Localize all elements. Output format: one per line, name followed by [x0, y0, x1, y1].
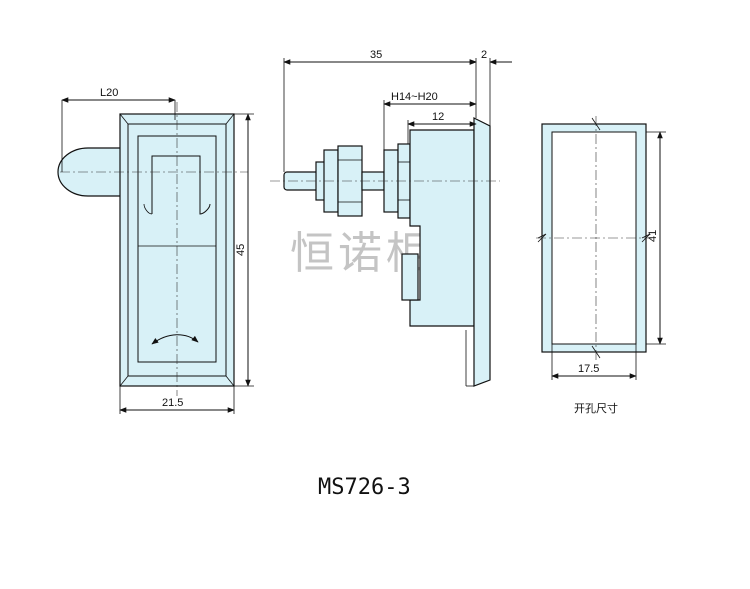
dim-grip-range: H14~H20	[391, 91, 438, 103]
side-view: 35 2 H14~H20 12	[270, 49, 512, 387]
front-view: L20 45 21.5	[57, 87, 254, 414]
dim-side-total: 35	[370, 49, 382, 61]
cutout-caption: 开孔尺寸	[574, 401, 618, 415]
model-label: MS726-3	[318, 475, 411, 500]
dim-lever-offset: L20	[100, 87, 118, 99]
front-handle-recess	[151, 155, 211, 215]
rotation-arrow	[151, 334, 199, 345]
front-lever-knob	[57, 147, 123, 197]
dim-front-width: 21.5	[162, 397, 183, 409]
side-housing	[409, 129, 475, 327]
side-latch-block	[401, 253, 419, 301]
dim-plate-thickness: 2	[481, 49, 487, 61]
dim-cutout-width: 17.5	[578, 363, 599, 375]
dim-front-height: 45	[235, 244, 247, 256]
dim-body-depth: 12	[432, 111, 444, 123]
cutout-view: 41 17.5 开孔尺寸	[536, 116, 666, 415]
side-front-plate	[473, 117, 491, 387]
dim-cutout-height: 41	[647, 230, 659, 242]
